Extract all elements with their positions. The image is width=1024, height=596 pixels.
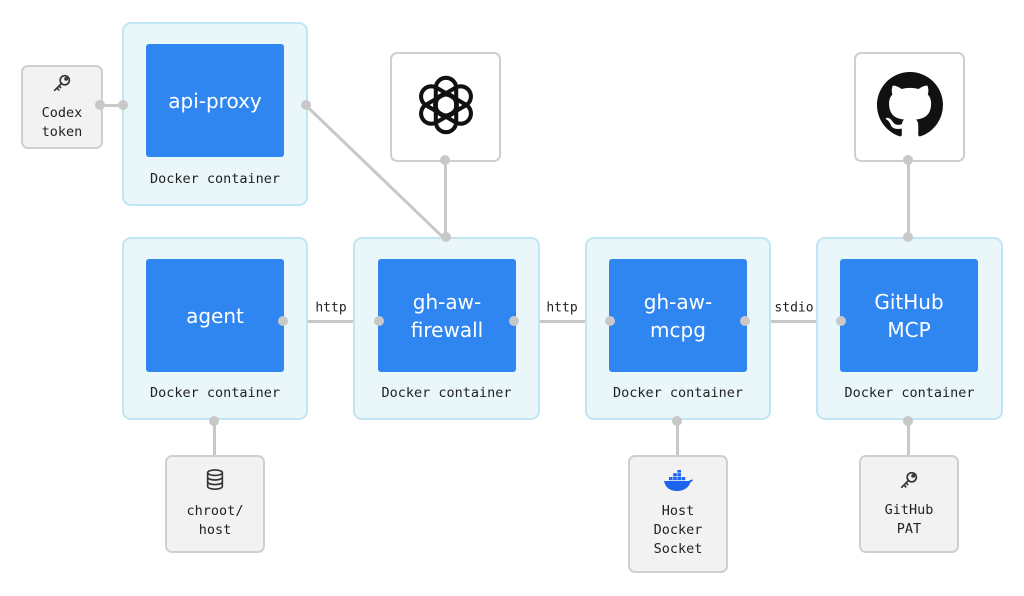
resource-codex-token: Codex token (21, 65, 103, 149)
connector-dot (95, 100, 105, 110)
connector-dot (740, 316, 750, 326)
connector-dot (672, 416, 682, 426)
logo-box-openai (390, 52, 501, 162)
caption-api-proxy: Docker container (149, 171, 281, 187)
edge-label-agent-firewall: http (313, 300, 349, 316)
connector-githubmcp-pat (907, 419, 910, 456)
resource-github-pat: GitHub PAT (859, 455, 959, 553)
caption-mcpg: Docker container (612, 385, 744, 401)
connector-agent-chroot (213, 419, 216, 456)
database-icon (204, 468, 226, 496)
docker-icon (662, 468, 694, 496)
connector-mcpg-docker-socket (676, 419, 679, 456)
connector-dot (441, 232, 451, 242)
logo-box-github (854, 52, 965, 162)
service-api-proxy: api-proxy (146, 44, 284, 157)
key-icon (898, 469, 920, 495)
resource-chroot-host: chroot/ host (165, 455, 265, 553)
connector-dot (440, 155, 450, 165)
service-github-mcp: GitHub MCP (840, 259, 978, 372)
connector-dot (509, 316, 519, 326)
resource-label: Codex token (41, 105, 83, 140)
connector-dot (903, 232, 913, 242)
connector-dot (301, 100, 311, 110)
openai-logo-icon (412, 71, 480, 143)
caption-firewall: Docker container (381, 385, 512, 401)
connector-agent-firewall (283, 320, 379, 323)
connector-codex-token-api-proxy (100, 104, 123, 107)
github-logo-icon (876, 72, 943, 142)
resource-host-docker-socket: Host Docker Socket (628, 455, 728, 573)
edge-label-firewall-mcpg: http (544, 300, 580, 316)
resource-label: Host Docker Socket (653, 502, 703, 557)
connector-dot (903, 155, 913, 165)
connector-dot (118, 100, 128, 110)
connector-github-githubmcp (907, 160, 910, 237)
connector-dot (278, 316, 288, 326)
connector-dot (374, 316, 384, 326)
connector-dot (209, 416, 219, 426)
key-icon (51, 72, 73, 98)
connector-firewall-mcpg (514, 320, 610, 323)
edge-label-mcpg-githubmcp: stdio (772, 300, 816, 316)
resource-label: GitHub PAT (884, 502, 934, 537)
service-firewall: gh-aw- firewall (378, 259, 516, 372)
service-mcpg: gh-aw- mcpg (609, 259, 747, 372)
connector-dot (903, 416, 913, 426)
connector-mcpg-githubmcp (745, 320, 841, 323)
resource-label: chroot/ host (186, 503, 244, 538)
service-agent: agent (146, 259, 284, 372)
connector-openai-firewall (444, 160, 447, 237)
connector-dot (605, 316, 615, 326)
caption-github-mcp: Docker container (844, 385, 975, 401)
caption-agent: Docker container (149, 385, 281, 401)
connector-dot (836, 316, 846, 326)
